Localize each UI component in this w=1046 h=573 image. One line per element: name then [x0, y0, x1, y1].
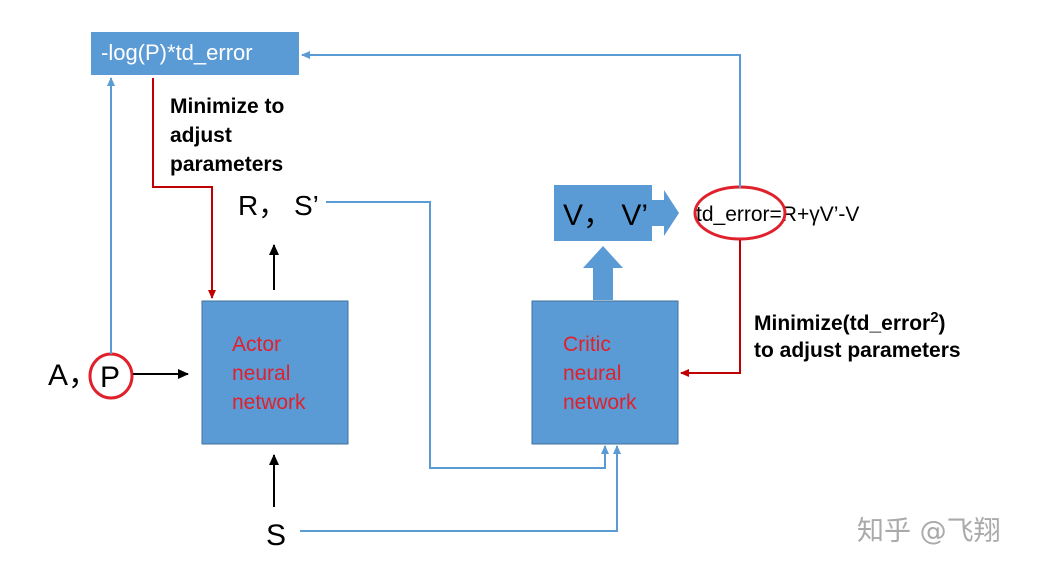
- state-label: S: [266, 519, 286, 552]
- loss-box-label: -log(P)*td_error: [101, 40, 253, 65]
- state-to-critic-connector: [300, 445, 621, 532]
- loss-to-actor-connector: [152, 78, 216, 299]
- critic-minimize-annotation: Minimize(td_error2) to adjust parameters: [754, 309, 961, 362]
- td-error-formula: td_error=R+γV’-V: [696, 203, 859, 226]
- critic-network-node: Critic neural network: [531, 300, 679, 445]
- td-error-to-loss-connector: [301, 51, 741, 188]
- critic-output-block-arrow: [583, 246, 623, 300]
- actor-node-line-3: network: [232, 391, 306, 414]
- loss-box: -log(P)*td_error: [91, 32, 299, 75]
- critic-node-line-1: Critic: [563, 333, 611, 356]
- critic-node-line-3: network: [563, 391, 637, 414]
- value-box-label: V， V’: [563, 199, 648, 232]
- probability-label: P: [100, 361, 120, 394]
- td-error-term: td_error: [696, 203, 770, 226]
- critic-node-label: Critic neural network: [563, 333, 637, 414]
- actor-minimize-annotation: Minimize to adjust parameters: [170, 95, 290, 176]
- value-box-right-arrow: [652, 190, 679, 236]
- td-error-to-critic-connector: [680, 240, 741, 377]
- critic-node-line-2: neural: [563, 362, 621, 385]
- actor-annotation-line-1: Minimize to: [170, 95, 284, 118]
- reward-next-state-label: R， S’: [238, 190, 319, 221]
- actor-annotation-line-3: parameters: [170, 153, 283, 176]
- critic-annotation-line-1-suffix: ): [939, 312, 946, 335]
- actor-node-line-1: Actor: [232, 333, 281, 356]
- next-state-to-critic-connector: [326, 201, 609, 469]
- actor-node-line-2: neural: [232, 362, 290, 385]
- actor-annotation-line-2: adjust: [170, 124, 232, 147]
- td-error-expression: =R+γV’-V: [770, 203, 860, 226]
- watermark: 知乎 @飞翔: [857, 516, 1001, 547]
- critic-annotation-superscript: 2: [930, 309, 938, 326]
- critic-annotation-line-2: to adjust parameters: [754, 339, 961, 362]
- critic-annotation-line-1-prefix: Minimize(td_error: [754, 312, 930, 335]
- actor-network-node: Actor neural network: [201, 300, 349, 445]
- actor-node-label: Actor neural network: [232, 333, 306, 414]
- value-box: V， V’: [554, 185, 679, 241]
